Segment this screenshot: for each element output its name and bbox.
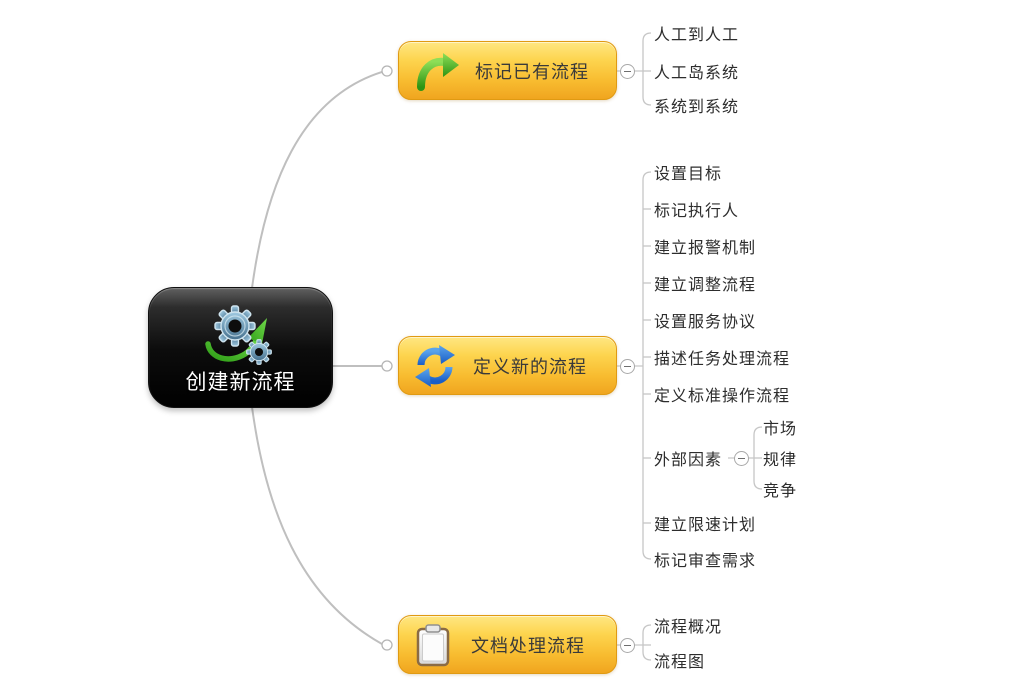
root-topic-label: 创建新流程 <box>185 370 296 394</box>
branch-curve-bottom <box>251 406 383 645</box>
subtopic-label[interactable]: 建立限速计划 <box>654 515 757 534</box>
clipboard-icon <box>416 623 450 666</box>
branch-curve-top <box>251 71 383 289</box>
branch-topic-label: 文档处理流程 <box>471 635 585 657</box>
subtopic-label[interactable]: 市场 <box>763 419 798 438</box>
subtopic-label[interactable]: 描述任务处理流程 <box>654 349 791 368</box>
subtopic-label[interactable]: 流程概况 <box>654 617 723 636</box>
subtopic-label[interactable]: 建立报警机制 <box>654 238 757 257</box>
collapse-button[interactable] <box>620 638 635 653</box>
branch-node-mark-existing[interactable]: 标记已有流程 <box>398 41 617 100</box>
subtopic-label[interactable]: 人工岛系统 <box>654 63 740 82</box>
subtopic-label[interactable]: 规律 <box>763 450 798 469</box>
branch-node-document-process[interactable]: 文档处理流程 <box>398 615 617 674</box>
collapse-button[interactable] <box>620 64 635 79</box>
subtopic-label[interactable]: 竞争 <box>763 481 798 500</box>
subtopic-label[interactable]: 建立调整流程 <box>654 275 757 294</box>
subtopic-label[interactable]: 外部因素 <box>654 450 723 469</box>
subtopic-label[interactable]: 标记审查需求 <box>654 551 757 570</box>
branch-topic-label: 定义新的流程 <box>473 356 587 378</box>
subtopic-label[interactable]: 流程图 <box>654 652 706 671</box>
branch-topic-label: 标记已有流程 <box>475 61 589 83</box>
blue-sync-arrows-icon <box>415 344 455 387</box>
curve-end-dot <box>381 65 393 77</box>
root-node[interactable]: 创建新流程 <box>148 287 333 408</box>
subtopic-label[interactable]: 系统到系统 <box>654 97 740 116</box>
green-curved-arrow-icon <box>417 52 459 91</box>
subtopic-label[interactable]: 定义标准操作流程 <box>654 386 791 405</box>
gears-with-green-arrow-icon <box>204 305 272 365</box>
subtopic-label[interactable]: 标记执行人 <box>654 201 740 220</box>
subtopic-label[interactable]: 人工到人工 <box>654 25 740 44</box>
collapse-button[interactable] <box>734 451 749 466</box>
subtopic-label[interactable]: 设置服务协议 <box>654 312 757 331</box>
curve-end-dot <box>381 360 393 372</box>
subtopic-label[interactable]: 设置目标 <box>654 164 723 183</box>
collapse-button[interactable] <box>620 359 635 374</box>
curve-end-dot <box>381 639 393 651</box>
branch-node-define-new[interactable]: 定义新的流程 <box>398 336 617 395</box>
